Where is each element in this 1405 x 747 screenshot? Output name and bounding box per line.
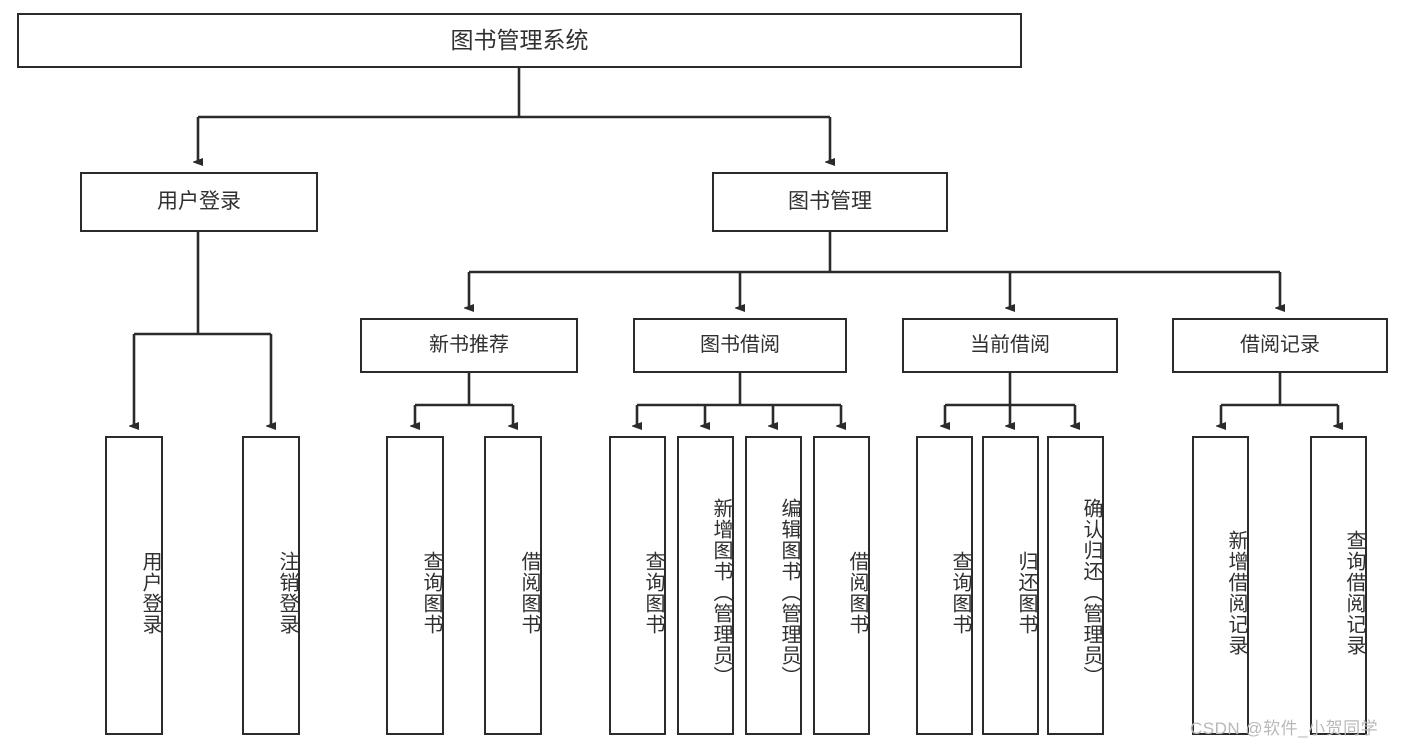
node-label: 查询图书 xyxy=(642,550,664,635)
node-label: 新书推荐 xyxy=(429,333,509,356)
node-label: 新增借阅记录 xyxy=(1225,529,1247,656)
node-label: 新增图书（管理员） xyxy=(710,498,732,687)
leaf-node[interactable]: 查询图书 xyxy=(609,436,666,735)
node-book-borrow[interactable]: 图书借阅 xyxy=(633,318,847,373)
node-label: 编辑图书（管理员） xyxy=(778,498,800,687)
leaf-node[interactable]: 新增借阅记录 xyxy=(1192,436,1249,735)
leaf-node[interactable]: 确认归还（管理员） xyxy=(1047,436,1104,735)
leaf-node[interactable]: 查询图书 xyxy=(916,436,973,735)
node-label: 借阅图书 xyxy=(846,550,868,635)
node-user-login[interactable]: 用户登录 xyxy=(80,172,318,232)
node-label: 归还图书 xyxy=(1015,550,1037,635)
node-label: 图书管理系统 xyxy=(450,26,589,53)
node-book-management[interactable]: 图书管理 xyxy=(712,172,948,232)
node-root-system[interactable]: 图书管理系统 xyxy=(17,13,1022,68)
node-label: 用户登录 xyxy=(139,550,161,635)
node-label: 查询借阅记录 xyxy=(1343,529,1365,656)
node-label: 确认归还（管理员） xyxy=(1080,498,1102,687)
node-borrow-record[interactable]: 借阅记录 xyxy=(1172,318,1388,373)
leaf-node[interactable]: 新增图书（管理员） xyxy=(677,436,734,735)
leaf-node[interactable]: 用户登录 xyxy=(105,436,163,735)
leaf-node[interactable]: 编辑图书（管理员） xyxy=(745,436,802,735)
node-label: 用户登录 xyxy=(157,189,241,213)
node-label: 图书借阅 xyxy=(700,333,780,356)
node-label: 当前借阅 xyxy=(970,333,1050,356)
leaf-node[interactable]: 注销登录 xyxy=(242,436,300,735)
node-label: 查询图书 xyxy=(949,550,971,635)
node-label: 借阅图书 xyxy=(518,550,540,635)
node-label: 注销登录 xyxy=(276,550,298,635)
leaf-node[interactable]: 查询借阅记录 xyxy=(1310,436,1367,735)
node-label: 图书管理 xyxy=(788,189,872,213)
node-label: 查询图书 xyxy=(420,550,442,635)
csdn-watermark: CSDN @软件_小贺同学 xyxy=(1190,719,1379,738)
leaf-node[interactable]: 查询图书 xyxy=(386,436,444,735)
leaf-node[interactable]: 借阅图书 xyxy=(813,436,870,735)
node-label: 借阅记录 xyxy=(1240,333,1320,356)
node-new-book-recommend[interactable]: 新书推荐 xyxy=(360,318,578,373)
node-current-borrow[interactable]: 当前借阅 xyxy=(902,318,1118,373)
leaf-node[interactable]: 归还图书 xyxy=(982,436,1039,735)
leaf-node[interactable]: 借阅图书 xyxy=(484,436,542,735)
